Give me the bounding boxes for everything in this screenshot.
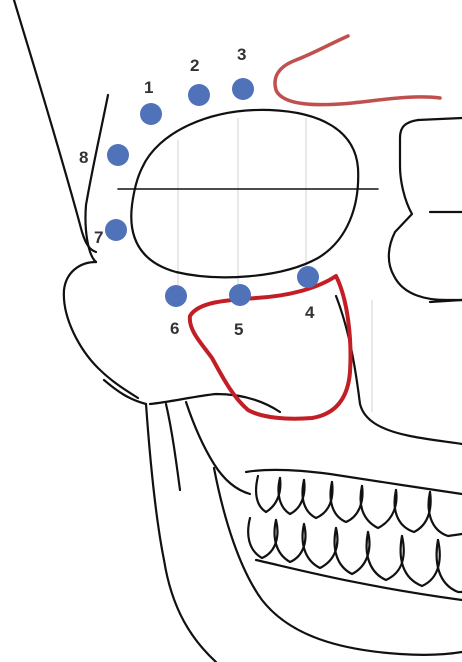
point-5-marker [229,284,251,306]
point-4-marker [297,266,319,288]
point-6-label: 6 [170,319,179,338]
lower-tooth [335,528,370,574]
zygoma-lower-line [104,380,146,404]
highlighted-region-outline [190,276,351,419]
point-2-marker [188,84,210,106]
lower-tooth [367,532,404,580]
point-8-marker [107,144,129,166]
coronoid-line [166,404,180,490]
orbit-outline [131,110,358,277]
point-5-label: 5 [234,320,243,339]
upper-tooth [429,492,462,536]
maxilla-contour [150,394,280,412]
nasal-bone-outline [389,120,462,300]
point-1-marker [140,103,162,125]
upper-tooth [361,486,397,528]
cranium-outline [14,0,96,252]
upper-tooth [395,490,431,532]
zygoma-contour [64,262,138,398]
upper-tooth [331,482,363,522]
point-2-label: 2 [190,56,199,75]
lower-tooth [303,524,338,568]
nasal-top-line [418,118,462,120]
guide-lines [178,118,372,412]
point-8-label: 8 [79,148,88,167]
lower-tooth [401,536,440,586]
point-6-marker [165,285,187,307]
point-7-marker [105,219,127,241]
upper-tooth [278,478,304,514]
point-7-label: 7 [94,228,103,247]
lower-tooth [275,520,306,562]
eyebrow-line [275,36,440,105]
point-3-label: 3 [237,45,246,64]
coronoid-notch [186,402,250,494]
point-3-marker [232,78,254,100]
maxilla-right-contour [336,296,462,444]
upper-tooth [256,476,280,512]
upper-tooth [303,480,333,518]
lower-tooth [248,518,277,558]
mandible-ramus [146,404,216,662]
point-4-label: 4 [305,303,315,322]
point-1-label: 1 [144,78,153,97]
